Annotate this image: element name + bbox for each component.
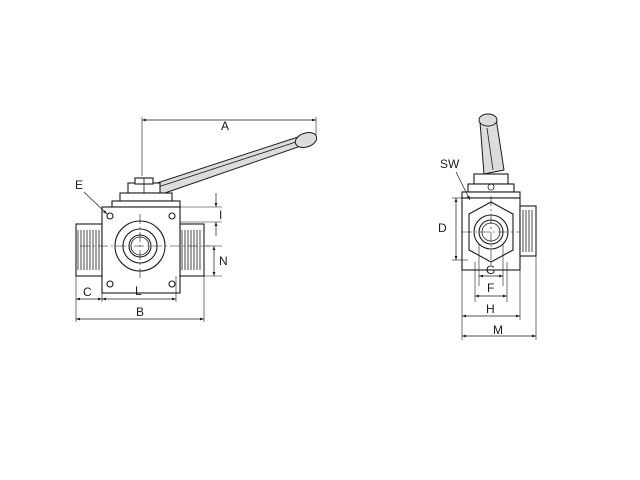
- label-e: E: [75, 178, 83, 192]
- handle-grip: [478, 113, 505, 175]
- dimension-n: N: [204, 245, 228, 277]
- dimension-l: L: [102, 276, 177, 302]
- leader-e: E: [75, 178, 108, 215]
- label-n: N: [219, 254, 228, 268]
- side-right-port: [519, 205, 537, 257]
- dimension-c: C: [75, 276, 103, 322]
- side-view: SW D G F H: [438, 113, 537, 340]
- dimension-b: B: [76, 276, 205, 322]
- bolt-hole: [168, 212, 176, 220]
- dimension-i: I: [180, 193, 222, 236]
- dimension-h: H: [461, 270, 521, 340]
- dimension-f: F: [474, 262, 508, 302]
- stem-nut-side: [461, 173, 521, 199]
- label-h: H: [486, 302, 495, 316]
- dimension-m: M: [462, 256, 537, 340]
- dimension-g: G: [478, 244, 504, 286]
- label-l: L: [135, 284, 142, 298]
- label-d: D: [438, 221, 447, 235]
- front-view: A E I N C: [75, 117, 318, 322]
- label-i: I: [219, 208, 222, 222]
- dimension-d: D: [438, 197, 468, 261]
- bolt-hole: [106, 212, 114, 220]
- label-g: G: [486, 263, 495, 277]
- label-m: M: [493, 323, 503, 337]
- label-f: F: [487, 281, 494, 295]
- label-c: C: [83, 285, 92, 299]
- bolt-hole: [106, 280, 114, 288]
- bolt-hole: [168, 280, 176, 288]
- dimension-a: A: [141, 117, 317, 176]
- lever-handle: [149, 132, 318, 198]
- right-port: [179, 223, 205, 277]
- stem-nut: [111, 177, 181, 208]
- label-sw: SW: [440, 157, 460, 171]
- label-b: B: [136, 305, 144, 319]
- leader-sw: SW: [440, 157, 471, 201]
- left-port: [75, 223, 103, 277]
- label-a: A: [221, 119, 229, 133]
